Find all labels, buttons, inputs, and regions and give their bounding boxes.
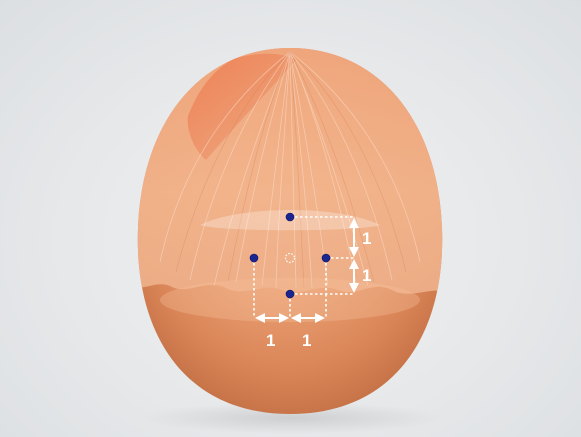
point-bottom: [286, 290, 294, 298]
label-right-horizontal: 1: [302, 331, 311, 350]
point-top: [286, 213, 294, 221]
label-left-horizontal: 1: [266, 331, 275, 350]
label-lower-vertical: 1: [362, 266, 371, 285]
label-upper-vertical: 1: [362, 229, 371, 248]
point-left: [250, 254, 258, 262]
point-right: [322, 254, 330, 262]
hair-layer: [130, 40, 450, 322]
